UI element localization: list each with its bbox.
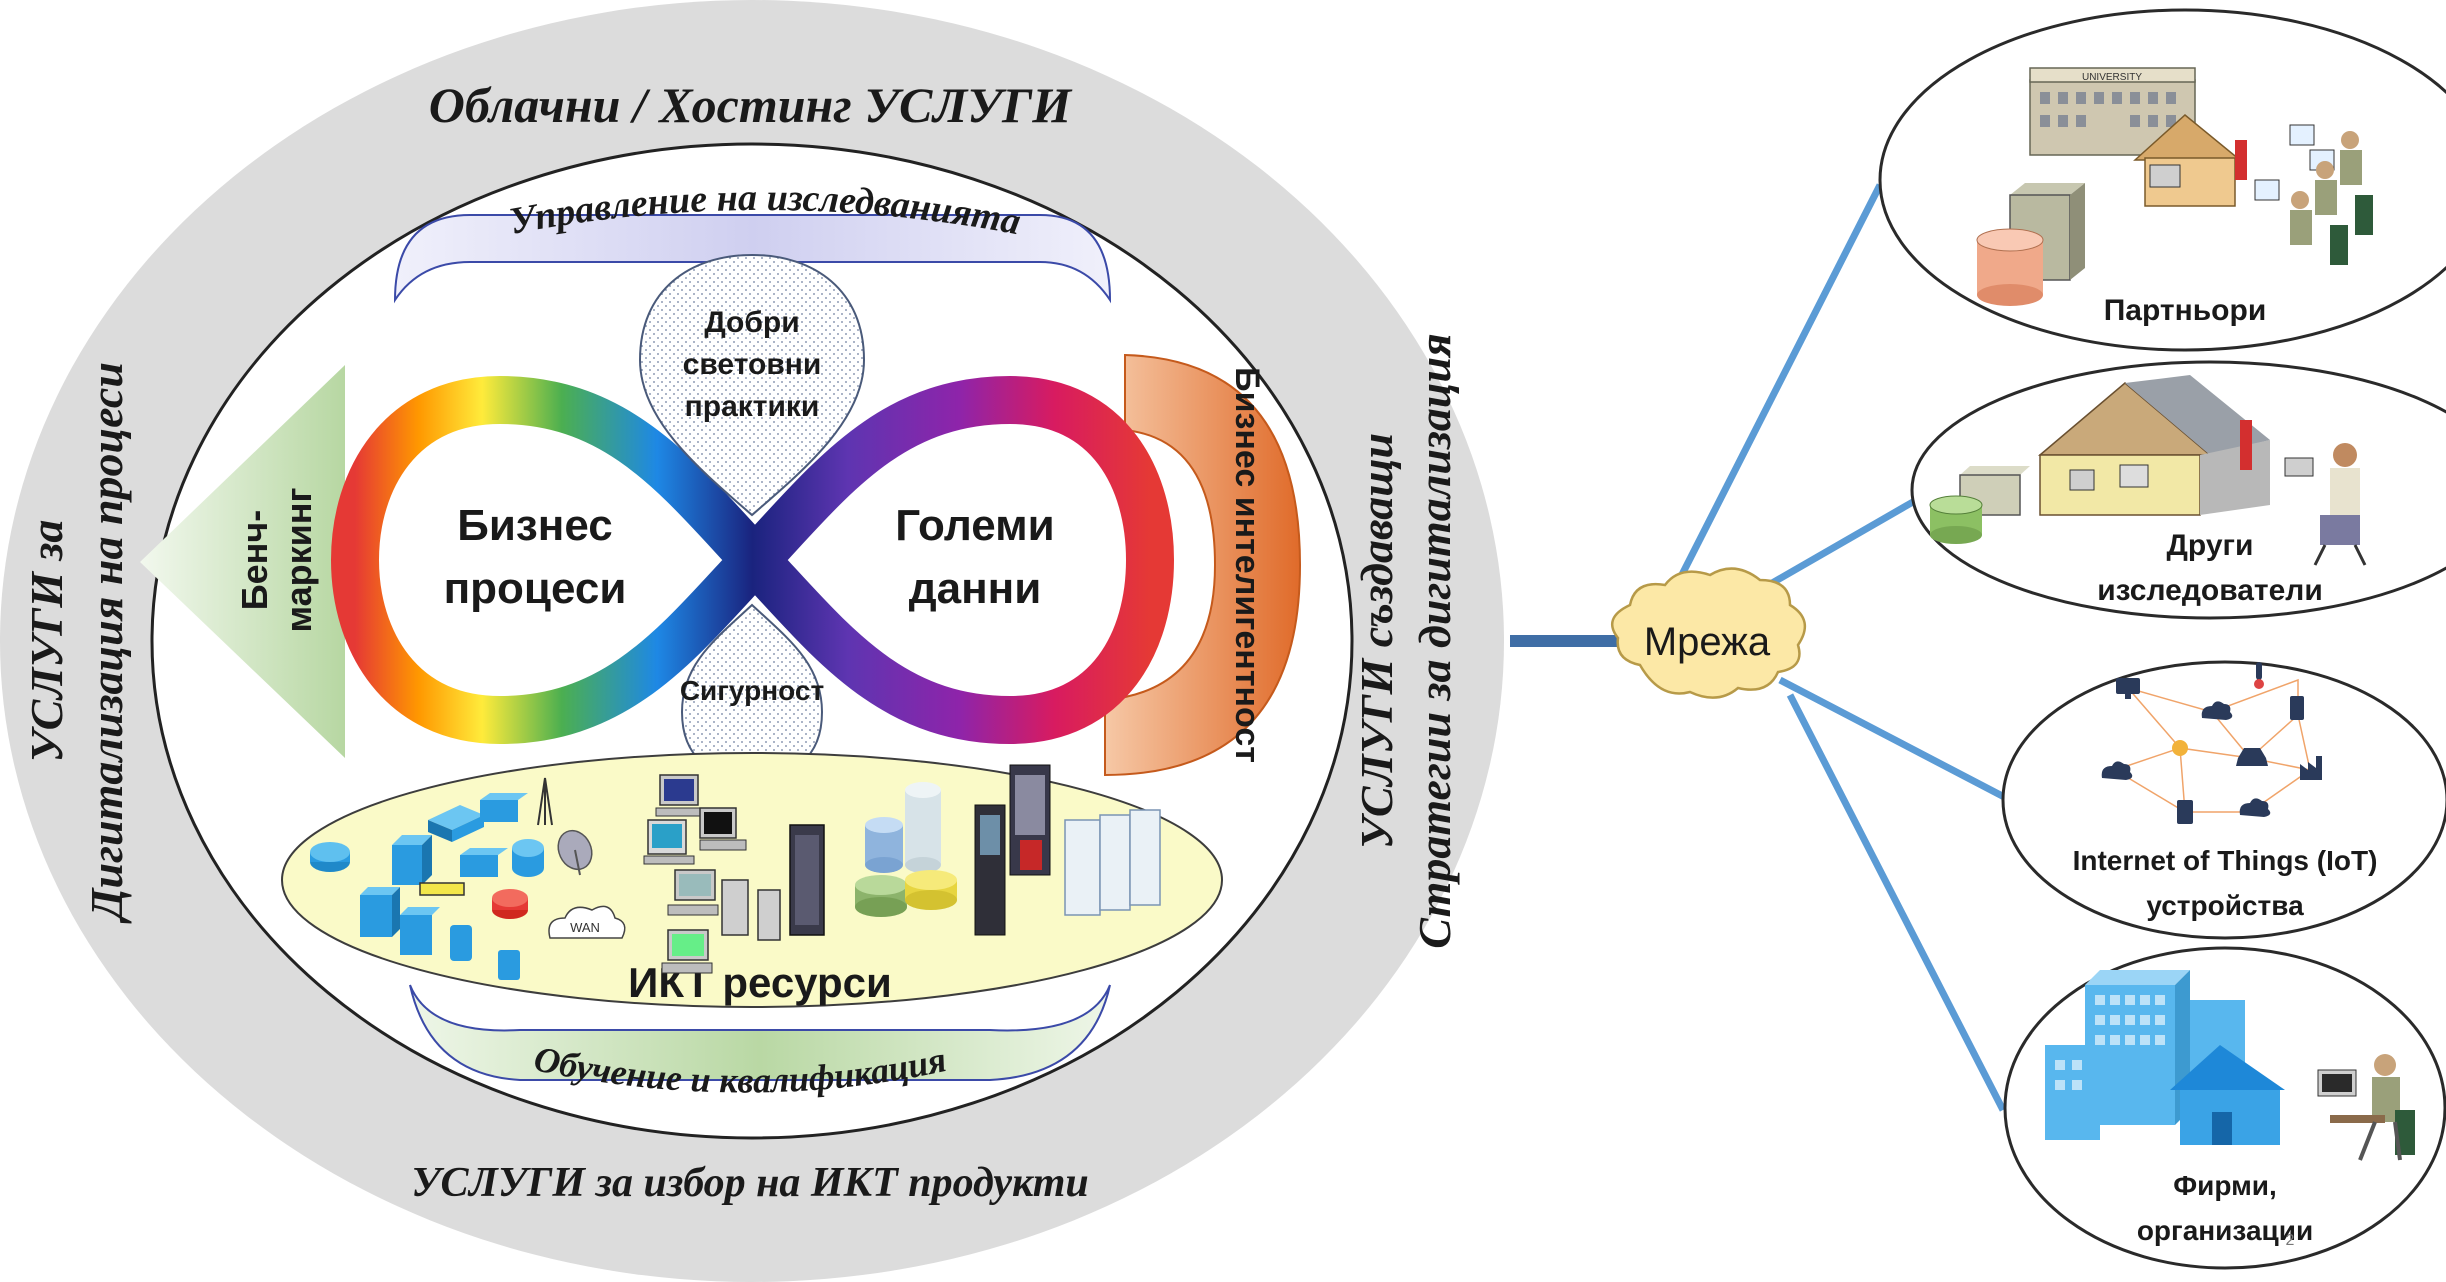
wan-label: WAN (570, 920, 600, 935)
rack-server-icon (789, 824, 825, 936)
thermometer-icon (2256, 662, 2262, 680)
database-icon (865, 817, 903, 873)
companies-node: Фирми, организации 2 (2003, 946, 2446, 1270)
security-label: Сигурност (680, 675, 824, 706)
companies-label-2: организации (2137, 1215, 2313, 1246)
workstation-icon (667, 869, 719, 916)
cloud-icon (2101, 761, 2133, 780)
link-companies (1786, 693, 2007, 1112)
modem-icon (419, 882, 465, 896)
house-cutaway-icon (2037, 375, 2270, 516)
infinity-loop (331, 376, 1174, 744)
researcher-person-icon (2284, 443, 2367, 566)
computers-cluster (643, 764, 1161, 974)
storage-cylinder-icon (905, 782, 941, 873)
link-partners (1661, 183, 1884, 610)
strategy-services-label-1: УСЛУГИ създаващи (1351, 433, 1402, 849)
firewall-icon (460, 848, 508, 877)
phone-icon (2290, 696, 2304, 720)
ip-phone-icon (498, 950, 520, 980)
university-sign: UNIVERSITY (2082, 72, 2142, 83)
link-iot (1778, 676, 2012, 804)
cloud-hosting-label: Облачни / Хостинг УСЛУГИ (429, 77, 1074, 133)
iot-node: Internet of Things (IoT) устройства (2001, 660, 2446, 940)
cell-tower-icon (537, 777, 553, 826)
switch-icon (392, 835, 432, 885)
lightbulb-icon (2172, 740, 2188, 756)
car-icon (2236, 748, 2268, 766)
digitalization-services-label-1: УСЛУГИ за (21, 520, 72, 763)
business-processes-label-1: Бизнес (457, 501, 612, 550)
benchmarking-label-1: Бенч- (234, 510, 275, 611)
office-buildings-icon (2045, 970, 2285, 1145)
training-band (409, 984, 1111, 1081)
iot-label-2: устройства (2146, 890, 2304, 921)
office-workers-icon (2254, 124, 2373, 265)
house-icon (2133, 114, 2247, 207)
big-data-label-1: Големи (895, 501, 1054, 550)
ict-products-label: УСЛУГИ за избор на ИКТ продукти (411, 1160, 1088, 1206)
multilayer-switch-icon (360, 887, 400, 937)
benchmarking-label-2: маркинг (278, 487, 319, 632)
bridge-icon (480, 793, 528, 822)
cloud-icon (2201, 701, 2233, 720)
database-yellow-icon (905, 870, 957, 910)
desktop-pc-icon (643, 819, 695, 865)
researchers-label-1: Други (2167, 529, 2254, 562)
database-cylinder-icon (1929, 495, 1983, 544)
iot-ellipse (2001, 660, 2446, 940)
best-practices-drop (638, 253, 866, 517)
database-cylinder-icon (1976, 228, 2044, 306)
researchers-label-2: изследователи (2097, 574, 2323, 607)
access-point-icon (512, 839, 544, 877)
layer3-switch-icon (400, 907, 440, 955)
companies-label-1: Фирми, (2173, 1170, 2277, 1201)
network-label: Мрежа (1644, 620, 1771, 664)
computer-monitor-icon (699, 807, 747, 851)
hub-icon (428, 805, 484, 842)
mainframe-icon (1009, 764, 1051, 876)
factory-icon (2300, 756, 2322, 780)
satellite-dish-icon (557, 829, 593, 876)
monitor-icon (2116, 678, 2140, 694)
tablet-icon (2177, 800, 2193, 824)
voice-router-icon (492, 889, 528, 919)
network-links (1510, 183, 2012, 1112)
business-intelligence-arc (1104, 353, 1302, 777)
iot-devices-icons (2101, 662, 2322, 824)
workstation-icon (655, 774, 703, 817)
network-devices-cluster: WAN (310, 777, 626, 980)
strategy-services-label-2: Стратегии за дигитализация (1409, 333, 1460, 949)
wan-cloud-icon: WAN (548, 905, 626, 939)
link-researchers (1758, 491, 1927, 594)
database-green-icon (855, 875, 907, 917)
business-processes-label-2: процеси (444, 564, 627, 613)
cloud-icon (2239, 798, 2271, 817)
partners-node: UNIVERSITY (1878, 8, 2446, 352)
workstation-icon (661, 929, 713, 974)
partners-label: Партньори (2104, 294, 2267, 327)
ip-phone-icon (450, 925, 472, 961)
best-practices-label-3: практики (685, 390, 820, 423)
network-cloud (1610, 567, 1807, 699)
office-worker-icon (2317, 1054, 2415, 1161)
storage-array-icon (1064, 809, 1161, 916)
page-number: 2 (2286, 1232, 2295, 1249)
big-data-label-2: данни (909, 564, 1042, 613)
benchmarking-arrow (140, 365, 345, 758)
iot-label-1: Internet of Things (IoT) (2073, 845, 2378, 876)
best-practices-label-1: Добри (704, 306, 799, 339)
researchers-node: Други изследователи (1910, 360, 2446, 620)
tower-pc-icon (721, 879, 781, 941)
server-rack-icon (974, 804, 1006, 936)
business-intelligence-label: Бизнес интелигентност (1228, 367, 1266, 763)
router-icon (310, 842, 350, 872)
digitalization-services-label-2: Дигитализация на процеси (81, 362, 132, 924)
best-practices-label-2: световни (683, 348, 822, 381)
